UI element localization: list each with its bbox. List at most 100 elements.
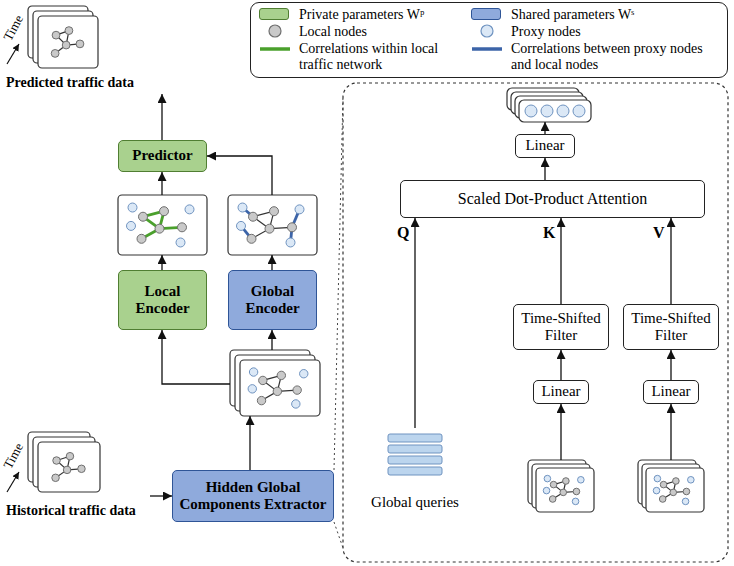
query-bar	[388, 445, 442, 453]
local-node	[76, 40, 84, 48]
encoder-box: Local Encoder	[118, 270, 207, 330]
legend-text: Shared parameters Wˢ	[511, 7, 726, 23]
legend-text: Private parameters Wᵖ	[299, 7, 449, 23]
graph-figure	[536, 468, 594, 512]
attention-box: Scaled Dot-Product Attention	[400, 180, 705, 218]
local-node	[550, 481, 557, 488]
legend-text: Correlations within local traffic networ…	[299, 41, 449, 73]
legend-entry: Correlations between proxy nodes and loc…	[471, 41, 726, 73]
local-node	[66, 452, 74, 460]
node-label: Predictor	[132, 147, 193, 164]
filter-box: Time-Shifted Filter	[623, 304, 719, 350]
graph-frame	[38, 16, 98, 68]
flow-arrow	[161, 172, 162, 195]
flow-arrow	[670, 218, 671, 304]
node-label: Hidden Global Components Extractor	[177, 479, 329, 514]
edge-label: Q	[397, 224, 409, 242]
local-node	[563, 478, 570, 485]
node-label: Linear	[541, 383, 580, 400]
zoom-panel	[343, 83, 728, 562]
local-node	[265, 224, 274, 233]
proxy-node	[127, 221, 136, 230]
node-label: Linear	[651, 383, 690, 400]
linear-box: Linear	[533, 380, 589, 404]
legend-swatch	[259, 8, 289, 20]
legend-text: Local nodes	[299, 24, 449, 40]
legend-text: Proxy nodes	[511, 24, 726, 40]
flow-arrow	[560, 218, 561, 304]
proxy-node	[654, 475, 661, 482]
local-node	[139, 212, 148, 221]
legend-box: Private parameters Wᵖ Shared parameters W…	[250, 2, 728, 78]
proxy-node	[682, 498, 689, 505]
proxy-node	[578, 477, 585, 484]
flow-arrow	[670, 404, 671, 460]
proxy-node	[248, 385, 256, 393]
time-arrow	[7, 44, 19, 64]
flow-arrow	[161, 94, 162, 140]
flow-arrow	[271, 255, 272, 270]
legend-swatch	[471, 41, 503, 55]
data-caption: Predicted traffic data	[2, 2, 175, 94]
proxy-node	[300, 370, 308, 378]
linear-box: Linear	[515, 134, 575, 158]
proxy-node	[541, 105, 553, 117]
local-node	[683, 488, 690, 495]
legend-swatch	[471, 8, 501, 20]
node-label: Historical traffic data	[6, 503, 136, 519]
proxy-node	[185, 205, 194, 214]
flow-arrow	[544, 122, 545, 134]
proxy-node	[572, 498, 579, 505]
graph-figure	[38, 442, 100, 492]
local-node	[288, 223, 297, 232]
proxy-node	[544, 475, 551, 482]
flow-arrow	[560, 350, 561, 380]
local-node	[673, 478, 680, 485]
proxy-node	[653, 487, 660, 494]
predictor-box: Predictor	[118, 140, 207, 172]
node-label: Predicted traffic data	[6, 75, 134, 91]
legend-entry: Proxy nodes	[471, 24, 726, 40]
legend-entry: Private parameters Wᵖ	[259, 7, 449, 23]
legend-entry: Shared parameters Wˢ	[471, 7, 726, 23]
edge-label: V	[653, 224, 665, 242]
graph-frame	[118, 195, 207, 255]
legend-circle	[269, 25, 281, 37]
local-node	[52, 31, 60, 39]
legend-entry: Correlations within local traffic networ…	[259, 41, 449, 73]
node-label: Linear	[525, 137, 564, 154]
proxy-node	[688, 477, 695, 484]
node-label: Time-Shifted Filter	[628, 310, 714, 345]
node-label: Local Encoder	[123, 283, 202, 318]
flow-arrow	[162, 330, 230, 384]
local-node	[178, 223, 187, 232]
legend-swatch	[259, 41, 291, 55]
local-node	[660, 481, 667, 488]
query-bar	[388, 456, 442, 464]
graph-figure	[38, 16, 98, 68]
flow-arrows	[162, 95, 671, 548]
local-node	[277, 371, 285, 379]
local-node	[62, 41, 70, 49]
flow-arrow	[670, 350, 671, 380]
local-node	[137, 234, 146, 243]
zoom-line	[334, 95, 343, 470]
local-node	[52, 31, 60, 39]
legend-entry: Local nodes	[259, 24, 449, 40]
embedding-frame	[519, 100, 591, 122]
graph-frame	[228, 195, 317, 255]
proxy-node	[525, 105, 537, 117]
local-node	[63, 466, 71, 474]
extractor-box: Hidden Global Components Extractor	[172, 470, 334, 522]
zoom-line	[334, 522, 343, 548]
graph-figure	[118, 195, 207, 255]
flow-arrow	[207, 156, 272, 195]
legend-circle	[481, 25, 493, 37]
node-label: Time-Shifted Filter	[518, 310, 604, 345]
local-node	[155, 224, 164, 233]
queries-caption: Global queries	[362, 428, 468, 514]
local-node	[51, 50, 59, 58]
axis-label: Time	[0, 12, 26, 43]
proxy-node	[176, 238, 185, 247]
local-node	[560, 489, 567, 496]
